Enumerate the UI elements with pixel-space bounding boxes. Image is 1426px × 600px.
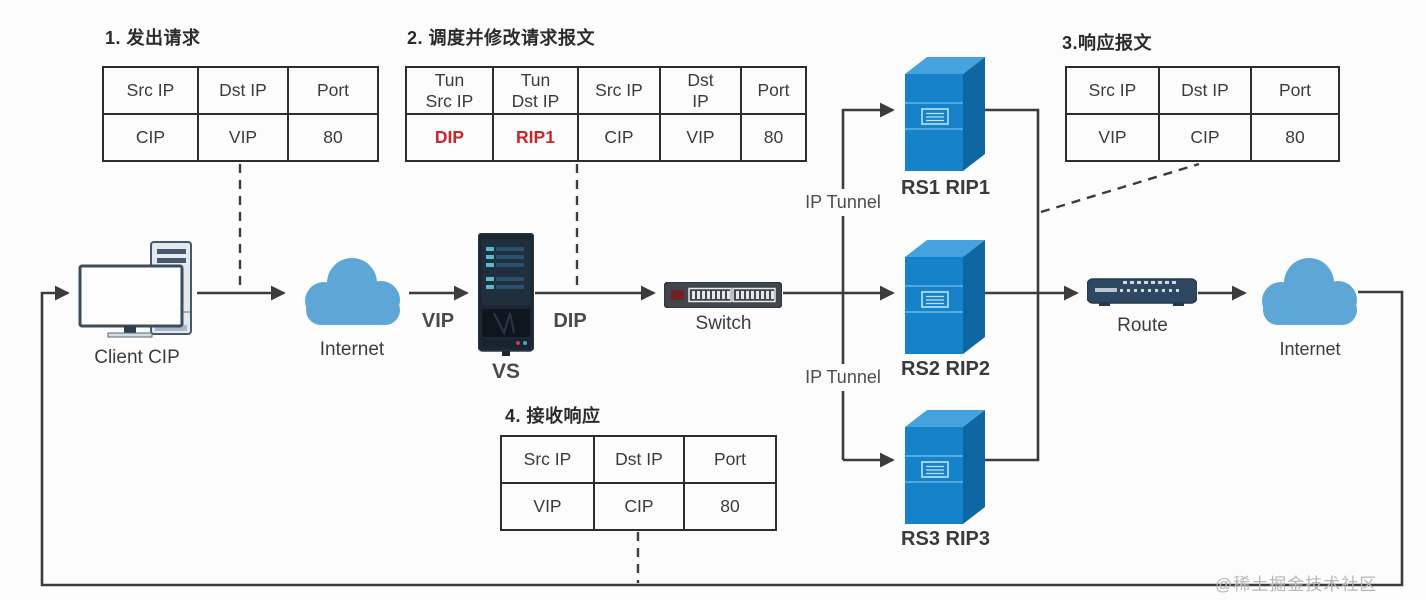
step1-value-vip: VIP [197, 113, 289, 162]
step3-value-80: 80 [1250, 113, 1340, 162]
step2-value-80: 80 [740, 113, 807, 162]
step4-title: 4. 接收响应 [505, 406, 601, 426]
internet-right-label: Internet [1279, 339, 1341, 359]
rs2-server-icon [905, 240, 986, 360]
vs-label: VS [491, 360, 520, 383]
vs-server-icon [477, 232, 535, 362]
step2-header-port: Port [740, 66, 807, 115]
step2-value-cip: CIP [577, 113, 661, 162]
rs2-label: RS2 RIP2 [901, 358, 990, 380]
rs3-server-icon [905, 410, 986, 530]
watermark: @稀土掘金技术社区 [1215, 575, 1378, 594]
step3-header-src-ip: Src IP [1065, 66, 1160, 115]
route-label: Route [1117, 315, 1168, 336]
step3-title: 3.响应报文 [1062, 33, 1153, 53]
step4-value-80: 80 [683, 482, 777, 531]
step3-value-vip: VIP [1065, 113, 1160, 162]
internet-left-label: Internet [319, 339, 385, 360]
packet-table-step4: Src IP Dst IP Port VIP CIP 80 [500, 435, 777, 531]
packet-table-step1: Src IP Dst IP Port CIP VIP 80 [102, 66, 379, 162]
client-computer-icon [78, 240, 198, 345]
ip-tunnel-label-top: IP Tunnel [797, 189, 889, 216]
internet-cloud-left-icon [298, 253, 408, 338]
rs3-label: RS3 RIP3 [901, 528, 990, 550]
step2-value-dip: DIP [405, 113, 494, 162]
step3-header-port: Port [1250, 66, 1340, 115]
step1-header-port: Port [287, 66, 379, 115]
step4-header-port: Port [683, 435, 777, 484]
step2-header-tun-dst-ip: Tun Dst IP [492, 66, 579, 115]
packet-table-step3: Src IP Dst IP Port VIP CIP 80 [1065, 66, 1340, 162]
step3-value-cip: CIP [1158, 113, 1252, 162]
dip-label: DIP [553, 310, 587, 332]
packet-table-step2: Tun Src IP Tun Dst IP Src IP Dst IP Port… [405, 66, 807, 162]
step1-title: 1. 发出请求 [105, 28, 201, 48]
step1-header-dst-ip: Dst IP [197, 66, 289, 115]
step4-header-src-ip: Src IP [500, 435, 595, 484]
step2-header-dst-ip: Dst IP [659, 66, 742, 115]
step4-value-cip: CIP [593, 482, 685, 531]
step1-header-src-ip: Src IP [102, 66, 199, 115]
step1-value-cip: CIP [102, 113, 199, 162]
switch-icon [663, 281, 783, 313]
step4-value-vip: VIP [500, 482, 595, 531]
step2-value-rip1: RIP1 [492, 113, 579, 162]
client-label: Client CIP [94, 347, 180, 368]
step2-title: 2. 调度并修改请求报文 [407, 28, 596, 48]
step4-header-dst-ip: Dst IP [593, 435, 685, 484]
router-icon [1086, 276, 1198, 312]
step2-header-tun-src-ip: Tun Src IP [405, 66, 494, 115]
rs1-server-icon [905, 57, 986, 177]
vip-label: VIP [421, 310, 455, 332]
ip-tunnel-label-bottom: IP Tunnel [797, 364, 889, 391]
step3-header-dst-ip: Dst IP [1158, 66, 1252, 115]
internet-cloud-right-icon [1255, 253, 1365, 338]
rs1-label: RS1 RIP1 [901, 177, 990, 199]
step1-value-80: 80 [287, 113, 379, 162]
step2-value-vip: VIP [659, 113, 742, 162]
switch-label: Switch [695, 313, 752, 334]
step2-header-src-ip: Src IP [577, 66, 661, 115]
